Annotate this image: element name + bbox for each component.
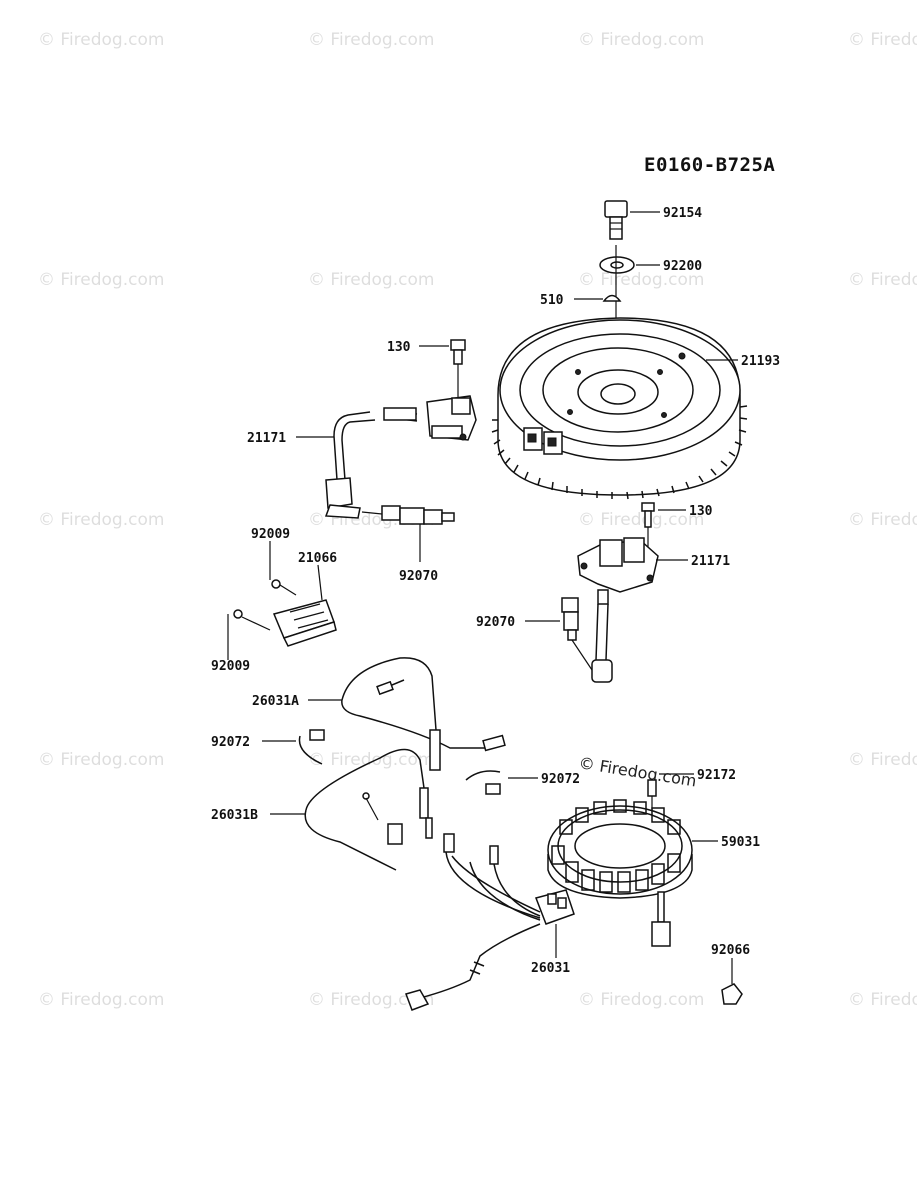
right-coil-drawing: [561, 502, 659, 683]
watermark-layer: © Firedog.com © Firedog.com © Firedog.co…: [38, 30, 917, 1010]
harness-drawing: [298, 657, 506, 871]
part-label-92154: 92154: [663, 206, 702, 221]
flywheel-drawing: [491, 200, 748, 500]
watermark: © Firedog.com: [848, 990, 917, 1010]
part-label-92066: 92066: [711, 943, 750, 958]
part-label-21066: 21066: [298, 551, 337, 566]
watermark: © Firedog.com: [38, 750, 164, 770]
part-label-92009-upper: 92009: [251, 527, 290, 542]
leader-lines: [262, 211, 738, 984]
watermark: © Firedog.com: [848, 270, 917, 290]
watermark: © Firedog.com: [578, 270, 704, 290]
watermark: © Firedog.com: [578, 990, 704, 1010]
part-label-92172: 92172: [697, 768, 736, 783]
watermark: © Firedog.com: [578, 510, 704, 530]
watermark: © Firedog.com: [308, 990, 434, 1010]
part-label-21171-left: 21171: [247, 431, 286, 446]
watermark: © Firedog.com: [848, 750, 917, 770]
part-label-92200: 92200: [663, 259, 702, 274]
watermark: © Firedog.com: [848, 30, 917, 50]
diagram-code: E0160-B725A: [644, 154, 775, 176]
part-label-26031A: 26031A: [252, 694, 299, 709]
part-label-26031: 26031: [531, 961, 570, 976]
part-label-21193: 21193: [741, 354, 780, 369]
watermark: © Firedog.com: [38, 30, 164, 50]
main-harness-drawing: [405, 833, 575, 1011]
watermark: © Firedog.com: [578, 30, 704, 50]
watermark: © Firedog.com: [848, 510, 917, 530]
part-label-130-left: 130: [387, 340, 411, 355]
part-label-21171-right: 21171: [691, 554, 730, 569]
watermark: © Firedog.com: [308, 750, 434, 770]
left-coil-drawing: [324, 339, 477, 562]
watermark: © Firedog.com: [38, 990, 164, 1010]
part-label-59031: 59031: [721, 835, 760, 850]
part-label-510: 510: [540, 293, 564, 308]
part-label-92072-right: 92072: [541, 772, 580, 787]
watermark: © Firedog.com: [38, 270, 164, 290]
part-label-92070-left: 92070: [399, 569, 438, 584]
part-labels: 92154 92200 510 21193 130 21171 130 2117…: [211, 206, 780, 976]
watermark: © Firedog.com: [308, 270, 434, 290]
part-label-92072-left: 92072: [211, 735, 250, 750]
regulator-drawing: [227, 541, 337, 660]
part-label-92009-lower: 92009: [211, 659, 250, 674]
stator-drawing: [547, 779, 743, 1005]
part-label-26031B: 26031B: [211, 808, 258, 823]
part-label-130-right: 130: [689, 504, 713, 519]
watermark: © Firedog.com: [308, 30, 434, 50]
part-label-92070-right: 92070: [476, 615, 515, 630]
watermark: © Firedog.com: [38, 510, 164, 530]
inline-watermark: © Firedog.com: [577, 753, 698, 790]
